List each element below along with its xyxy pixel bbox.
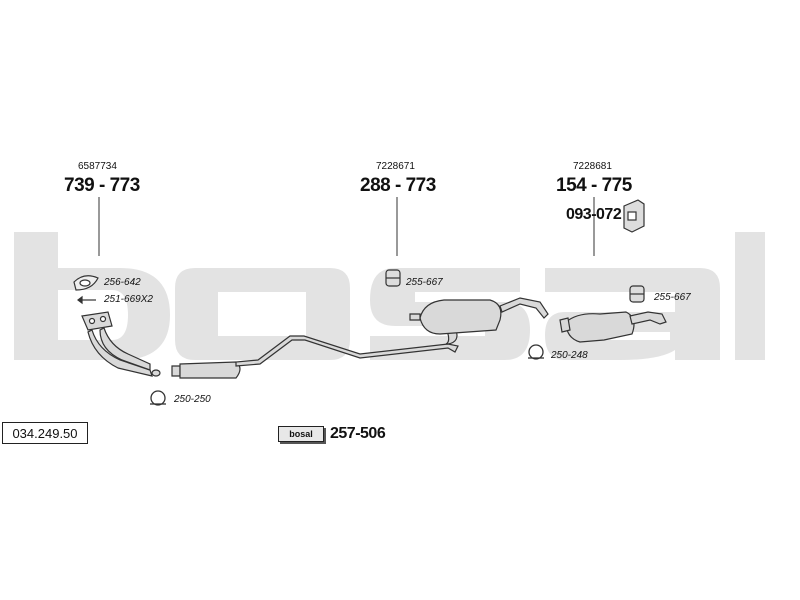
rubber-mid-label: 255-667 — [406, 277, 443, 288]
part-number-2: 288 - 773 — [360, 175, 436, 196]
middle-pipe-part — [171, 319, 459, 379]
bosal-kit-badge: bosal — [278, 426, 324, 442]
gasket-icon — [73, 275, 99, 291]
catalog-code-box: 034.249.50 — [2, 422, 88, 444]
part-number-3: 154 - 775 — [556, 175, 632, 196]
front-pipe-part — [81, 311, 161, 377]
gasket-label: 256-642 — [104, 277, 141, 288]
bracket-part-number: 093-072 — [566, 206, 622, 223]
clamp-icon-rear — [528, 344, 544, 360]
clamp-front-label: 250-250 — [174, 394, 211, 405]
rubber-mount-icon-rear — [629, 285, 645, 303]
bolt-label: 251-669X2 — [104, 294, 153, 305]
clamp-rear-label: 250-248 — [551, 350, 588, 361]
oem-number-3: 7228681 — [573, 161, 612, 172]
clamp-icon-front — [150, 390, 166, 406]
oem-number-1: 6587734 — [78, 161, 117, 172]
bracket-icon — [623, 199, 645, 233]
rubber-mount-icon — [385, 269, 401, 287]
kit-part-number: 257-506 — [330, 425, 386, 442]
rubber-rear-label: 255-667 — [654, 292, 691, 303]
front-muffler-part — [409, 297, 549, 335]
part-number-1: 739 - 773 — [64, 175, 140, 196]
rear-muffler-part — [559, 311, 667, 343]
bolt-icon — [77, 295, 96, 305]
oem-number-2: 7228671 — [376, 161, 415, 172]
